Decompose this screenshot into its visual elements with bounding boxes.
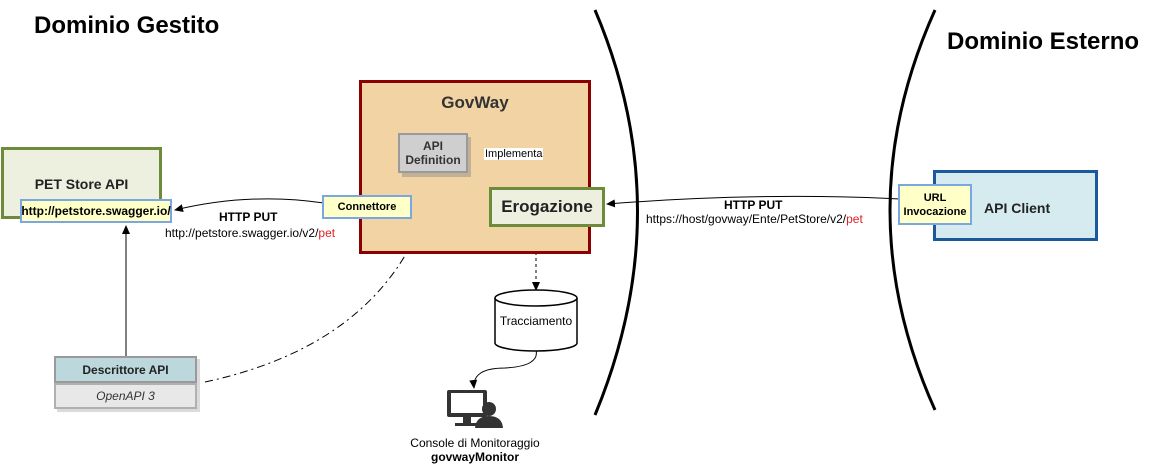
tracing-database-icon — [494, 289, 578, 352]
tracing-to-console-arrow — [469, 349, 537, 389]
right-http-url: https://host/govway/Ente/PetStore/v2/pet — [646, 212, 863, 226]
api-definition-box[interactable]: API Definition — [398, 133, 468, 173]
console-label-block: Console di Monitoraggio govwayMonitor — [395, 436, 555, 464]
tracing-label: Tracciamento — [499, 314, 573, 328]
descriptor-title-box[interactable]: Descrittore API — [54, 356, 197, 383]
managed-domain-title: Dominio Gestito — [34, 12, 220, 39]
right-http-method: HTTP PUT — [724, 198, 783, 212]
console-label: Console di Monitoraggio — [410, 436, 540, 450]
api-client-title: API Client — [984, 200, 1051, 216]
client-to-erogazione-arrow — [606, 195, 901, 208]
external-domain-title: Dominio Esterno — [947, 28, 1140, 55]
descriptor-format-box[interactable]: OpenAPI 3 — [54, 383, 197, 409]
left-http-method: HTTP PUT — [219, 210, 278, 224]
console-name: govwayMonitor — [430, 450, 519, 464]
left-url-prefix: http://petstore.swagger.io/v2/ — [165, 226, 319, 240]
url-invocazione-line-2: Invocazione — [903, 205, 967, 218]
right-url-prefix: https://host/govway/Ente/PetStore/v2/ — [646, 212, 847, 226]
url-invocazione-line-1: URL — [923, 191, 947, 204]
pet-store-url-box[interactable]: http://petstore.swagger.io/ — [20, 199, 172, 223]
url-invocazione-box[interactable]: URL Invocazione — [898, 184, 972, 225]
managed-domain-boundary — [593, 9, 639, 416]
connettore-to-petstore-arrow — [174, 198, 325, 213]
monitor-user-icon — [447, 390, 503, 428]
pet-store-title: PET Store API — [34, 176, 129, 192]
govway-title: GovWay — [441, 93, 509, 112]
api-definition-line-2: Definition — [405, 153, 461, 167]
implementa-label: Implementa — [484, 148, 544, 160]
right-url-suffix: pet — [846, 212, 863, 226]
govway-box[interactable]: GovWay — [359, 80, 591, 254]
connettore-box[interactable]: Connettore — [322, 195, 412, 219]
external-domain-boundary — [888, 9, 937, 411]
left-url-suffix: pet — [318, 226, 336, 240]
erogazione-box[interactable]: Erogazione — [489, 187, 605, 227]
left-http-url: http://petstore.swagger.io/v2/pet — [165, 226, 335, 240]
api-definition-line-1: API — [422, 139, 443, 153]
